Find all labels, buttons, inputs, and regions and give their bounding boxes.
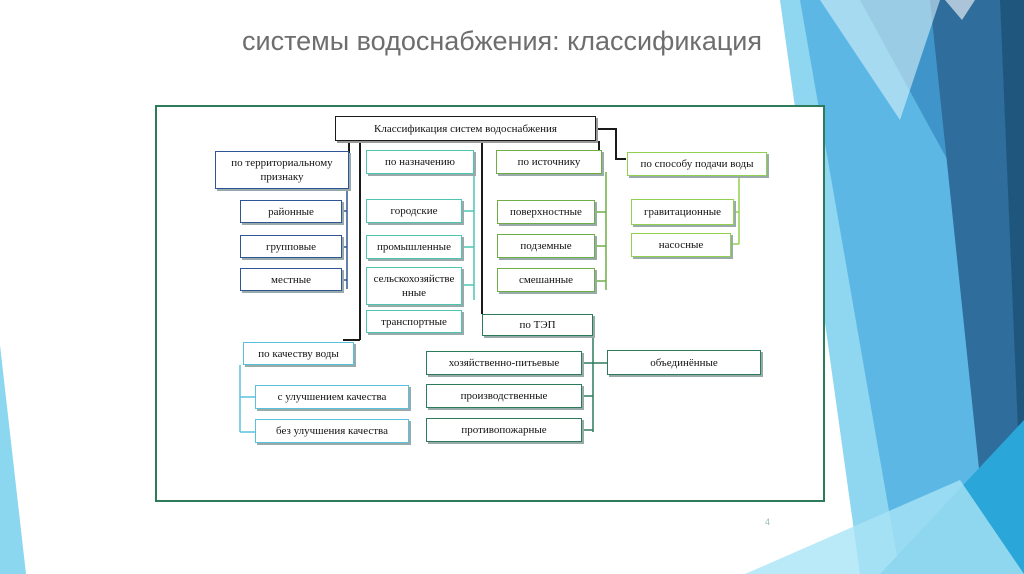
node-territorial-item-1: районные: [240, 200, 342, 223]
node-quality-item-2: без улучшения качества: [255, 419, 409, 443]
node-source: по источнику: [496, 150, 602, 174]
node-source-item-2: подземные: [497, 234, 595, 258]
node-root: Классификация систем водоснабжения: [335, 116, 596, 141]
node-tep: по ТЭП: [482, 314, 593, 336]
node-supply: по способу подачи воды: [627, 152, 767, 176]
node-tep-item-1: хозяйственно-питьевые: [426, 351, 582, 375]
slide-title: системы водоснабжения: классификация: [242, 26, 763, 56]
node-purpose-item-3: сельскохозяйственные: [366, 267, 462, 305]
node-supply-item-2: насосные: [631, 233, 731, 257]
node-purpose-item-2: промышленные: [366, 235, 462, 259]
node-quality: по качеству воды: [243, 342, 354, 365]
node-quality-item-1: с улучшением качества: [255, 385, 409, 409]
node-territorial-item-2: групповые: [240, 235, 342, 258]
node-purpose-item-4: транспортные: [366, 310, 462, 333]
node-supply-item-1: гравитационные: [631, 199, 734, 225]
node-source-item-3: смешанные: [497, 268, 595, 292]
node-tep-item-3: противопожарные: [426, 418, 582, 442]
node-territorial-item-3: местные: [240, 268, 342, 291]
node-purpose-item-1: городские: [366, 199, 462, 223]
node-tep-combined: объединённые: [607, 350, 761, 375]
node-source-item-1: поверхностные: [497, 200, 595, 224]
node-purpose: по назначению: [366, 150, 474, 174]
node-tep-item-2: производственные: [426, 384, 582, 408]
page-number: 4: [765, 517, 771, 527]
node-territorial: по территориальному признаку: [215, 151, 349, 189]
